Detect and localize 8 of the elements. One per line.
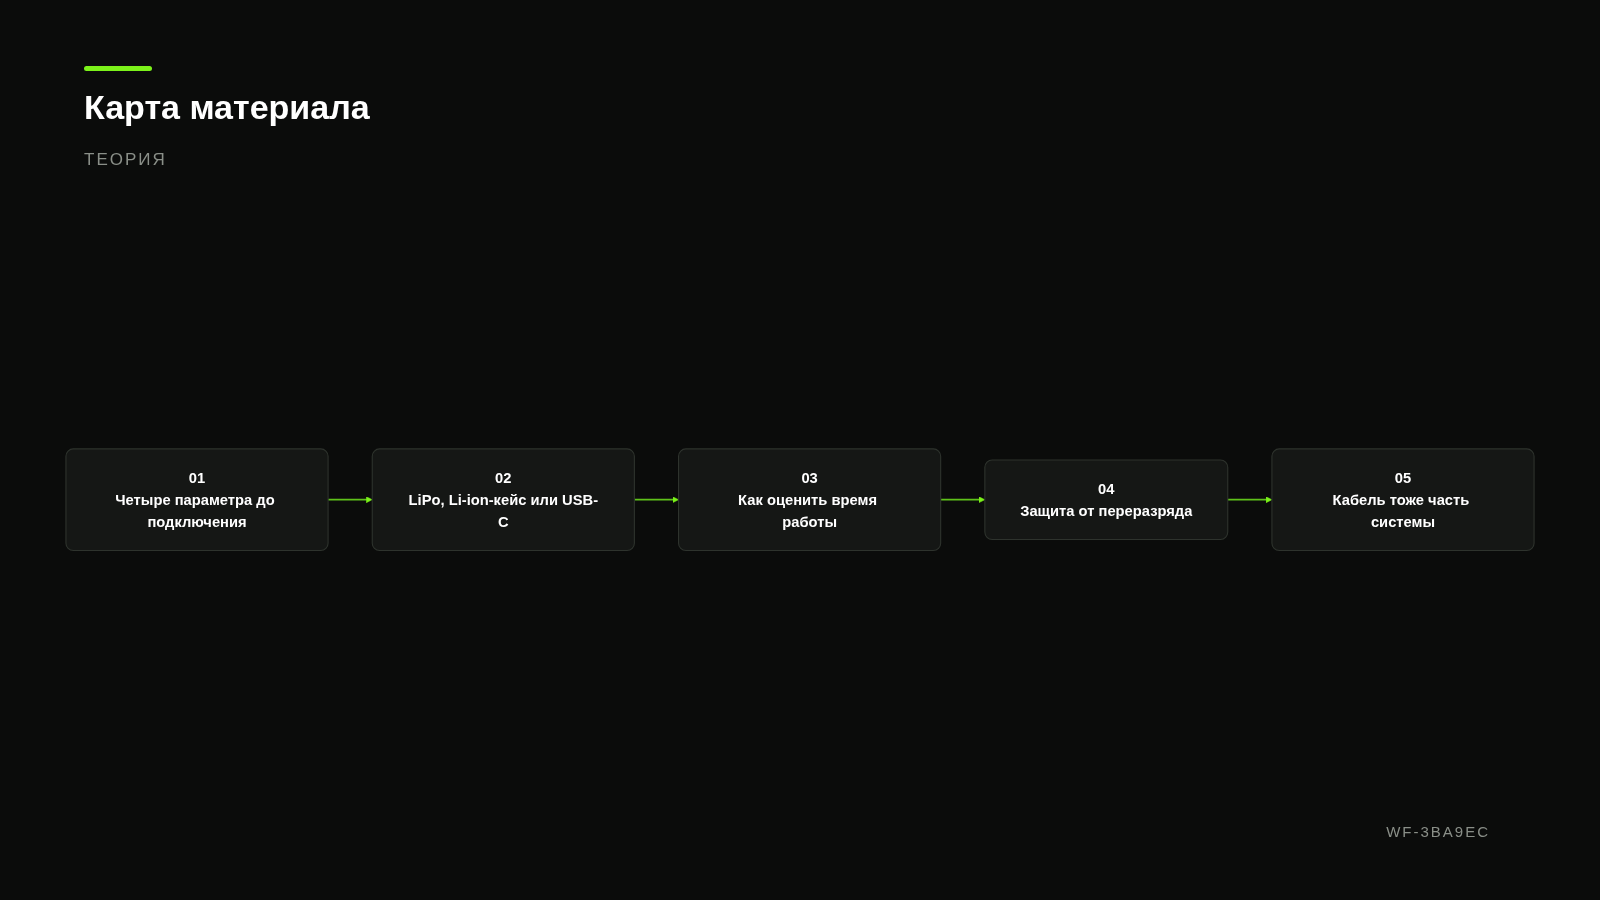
code-label: WF-3BA9EC (1386, 823, 1490, 840)
title: Карта материала (84, 88, 370, 127)
node-box: 05 Кабель тоже часть системы (1271, 448, 1535, 552)
subtitle: ТЕОРИЯ (84, 150, 167, 170)
node-box: 01 Четыре параметра до подключения (65, 448, 329, 552)
node-box: 04 Защита от переразряда (984, 459, 1229, 541)
node-box: 03 Как оценить время работы (678, 448, 942, 552)
node-box: 02 LiPo, Li-ion-кейс или USB-C (371, 448, 635, 552)
